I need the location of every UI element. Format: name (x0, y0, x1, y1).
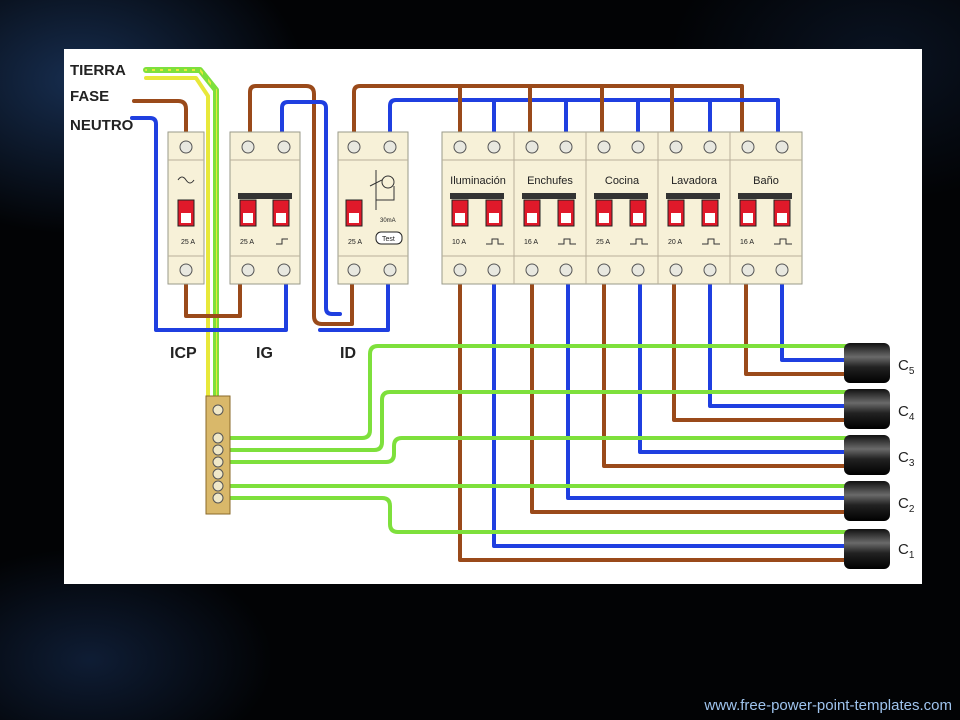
footer-url-link[interactable]: www.free-power-point-templates.com (704, 697, 952, 714)
terminal-screw-icon (631, 263, 645, 277)
terminal-screw-icon (559, 140, 573, 154)
breaker-3: Cocina 25 A (594, 140, 648, 277)
cable-c1 (844, 529, 890, 569)
id-label: ID (340, 345, 356, 362)
breaker-rating: 16 A (524, 239, 538, 246)
id-device: 30mA Test 25 A (337, 131, 409, 285)
breaker-rating: 25 A (596, 239, 610, 246)
breaker-name: Iluminación (450, 175, 506, 187)
cable-c5 (844, 343, 890, 383)
breaker-name: Cocina (605, 175, 640, 187)
terminal-screw-icon (597, 263, 611, 277)
terminal-screw-icon (703, 263, 717, 277)
breaker-name: Lavadora (671, 175, 718, 187)
breaker-name: Enchufes (527, 175, 573, 187)
fase-label: FASE (70, 88, 109, 105)
breaker-2: Enchufes 16 A (522, 140, 576, 277)
terminal-screw-icon (741, 140, 755, 154)
breaker-name: Baño (753, 175, 779, 187)
terminal-screw-icon (631, 140, 645, 154)
terminal-screw-icon (775, 140, 789, 154)
cable-c4 (844, 389, 890, 429)
breaker-1: Iluminación 10 A (450, 140, 506, 277)
circuit-label-c3: C3 (898, 449, 915, 469)
earth-bar (205, 395, 231, 515)
id-test-button-label: Test (382, 236, 395, 243)
circuit-label-c2: C2 (898, 495, 915, 515)
terminal-screw-icon (559, 263, 573, 277)
icp-rating: 25 A (181, 239, 195, 246)
tierra-label: TIERRA (70, 62, 126, 79)
breaker-4: Lavadora 20 A (666, 140, 720, 277)
icp-device: 25 A (167, 131, 205, 285)
id-sensitivity: 30mA (380, 218, 396, 224)
circuit-label-c4: C4 (898, 403, 915, 423)
ig-rating: 25 A (240, 239, 254, 246)
terminal-screw-icon (525, 263, 539, 277)
breaker-5: Baño 16 A (738, 140, 792, 277)
ig-label: IG (256, 345, 273, 362)
terminal-screw-icon (775, 263, 789, 277)
cable-c2 (844, 481, 890, 521)
neutro-label: NEUTRO (70, 117, 134, 134)
breaker-rating: 20 A (668, 239, 682, 246)
terminal-screw-icon (669, 140, 683, 154)
terminal-screw-icon (703, 140, 717, 154)
ig-device: 25 A (229, 131, 301, 285)
terminal-screw-icon (741, 263, 755, 277)
breaker-rating: 10 A (452, 239, 466, 246)
terminal-screw-icon (669, 263, 683, 277)
icp-label: ICP (170, 345, 197, 362)
terminal-screw-icon (453, 263, 467, 277)
circuit-label-c1: C1 (898, 541, 915, 561)
terminal-screw-icon (487, 263, 501, 277)
circuit-label-c5: C5 (898, 357, 915, 377)
id-rating: 25 A (348, 239, 362, 246)
terminal-screw-icon (525, 140, 539, 154)
terminal-screw-icon (453, 140, 467, 154)
breaker-rating: 16 A (740, 239, 754, 246)
terminal-screw-icon (597, 140, 611, 154)
cable-c3 (844, 435, 890, 475)
terminal-screw-icon (487, 140, 501, 154)
